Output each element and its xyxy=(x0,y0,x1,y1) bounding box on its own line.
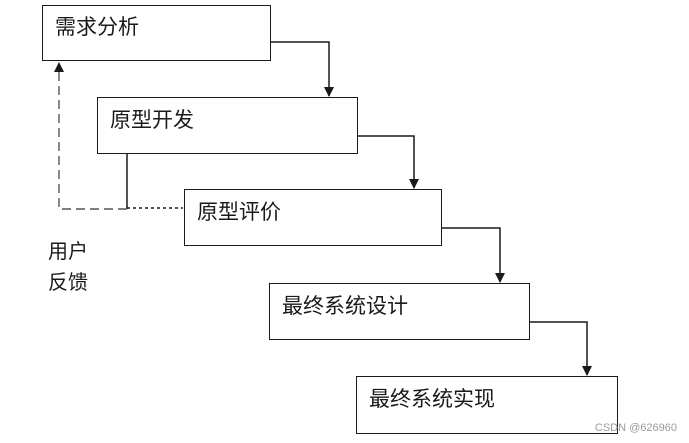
watermark: CSDN @626960 xyxy=(594,422,677,434)
arrow-design-to-implementation xyxy=(530,321,592,376)
arrow-analysis-to-prototype xyxy=(271,41,334,97)
stage-box-final-system-design: 最终系统设计 xyxy=(269,283,530,340)
stage-label: 原型开发 xyxy=(110,108,194,132)
stage-box-prototype-development: 原型开发 xyxy=(97,97,358,154)
stage-label: 原型评价 xyxy=(197,200,281,224)
stage-label: 需求分析 xyxy=(55,15,139,39)
arrow-prototype-to-evaluation xyxy=(358,135,419,189)
feedback-line-2: 反馈 xyxy=(48,270,88,294)
feedback-arrow-to-analysis xyxy=(54,62,127,210)
stage-label: 最终系统实现 xyxy=(369,387,495,411)
stage-box-final-system-implementation: 最终系统实现 xyxy=(356,376,618,434)
stage-box-requirements-analysis: 需求分析 xyxy=(42,5,271,61)
stage-box-prototype-evaluation: 原型评价 xyxy=(184,189,442,246)
user-feedback-label: 用户 反馈 xyxy=(48,236,88,298)
stage-label: 最终系统设计 xyxy=(282,294,408,318)
arrow-evaluation-to-design xyxy=(442,227,505,283)
feedback-line-1: 用户 xyxy=(48,239,88,263)
